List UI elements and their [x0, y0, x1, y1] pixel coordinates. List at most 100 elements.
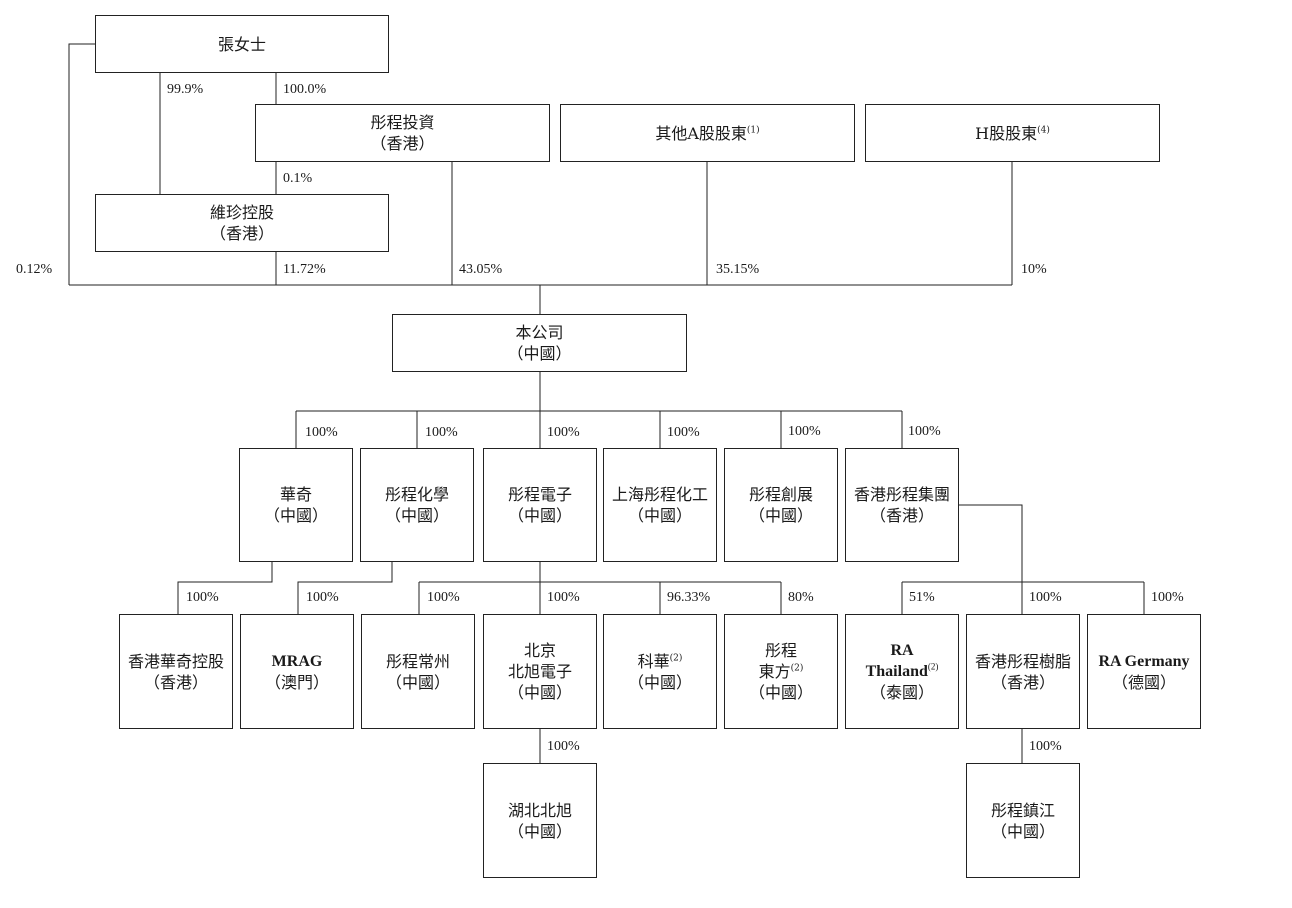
entity-name: 北旭電子	[507, 662, 572, 681]
entity-name: Thailand	[865, 663, 928, 680]
entity-name: 湖北北旭	[507, 800, 572, 820]
entity-region: （香港）	[990, 672, 1055, 692]
entity-region: （香港）	[869, 506, 934, 525]
pct-invest-weizhen: 0.1%	[283, 171, 313, 186]
subsidiary-tongcheng-changzhou: 彤程常州 （中國）	[361, 614, 475, 729]
subsidiary-huaqi: 華奇 （中國）	[239, 448, 353, 562]
entity-region: （中國）	[507, 821, 572, 841]
entity-region: （香港）	[209, 224, 274, 243]
entity-name: 彤程	[764, 641, 797, 660]
entity-name: 其他A股股東	[655, 123, 747, 143]
footnote-marker: (4)	[1037, 125, 1050, 136]
subsidiary-tongcheng-dongfang: 彤程 東方(2) （中國）	[724, 614, 838, 729]
entity-region: （中國）	[748, 506, 813, 525]
subsidiary-hk-tongcheng-resin: 香港彤程樹脂 （香港）	[966, 614, 1080, 729]
subsidiary-ra-thailand: RA Thailand(2) （泰國）	[845, 614, 959, 729]
subsidiary-hk-tongcheng-group: 香港彤程集團 （香港）	[845, 448, 959, 562]
entity-name: 香港彤程集團	[853, 485, 950, 504]
pct-hubei: 100%	[547, 739, 580, 754]
entity-name: 彤程常州	[385, 651, 450, 671]
entity-name: 彤程電子	[507, 485, 572, 504]
entity-region: （中國）	[263, 506, 328, 525]
entity-name: 上海彤程化工	[611, 485, 708, 504]
entity-name: RA	[890, 642, 914, 659]
entity-name: 彤程創展	[748, 485, 813, 504]
pct-zhang-company: 0.12%	[16, 262, 53, 277]
subsidiary-tongcheng-electronics: 彤程電子 （中國）	[483, 448, 597, 562]
entity-name: 彤程投資	[370, 113, 435, 132]
pct-hk-huaqi: 100%	[186, 590, 219, 605]
subsidiary-kehua: 科華(2) （中國）	[603, 614, 717, 729]
pct-huaqi: 100%	[305, 425, 338, 440]
subsidiary-tongcheng-chemical: 彤程化學 （中國）	[360, 448, 474, 562]
pct-h-company: 10%	[1021, 262, 1047, 277]
footnote-marker: (2)	[790, 663, 804, 674]
shareholder-weizhen-holdings: 維珍控股 （香港）	[95, 194, 389, 252]
entity-region: （中國）	[507, 506, 572, 525]
footnote-marker: (1)	[746, 125, 760, 136]
subsidiary-hk-huaqi-holdings: 香港華奇控股 （香港）	[119, 614, 233, 729]
pct-dongfang: 80%	[788, 590, 814, 605]
subsidiary-beijing-beixu: 北京 北旭電子 （中國）	[483, 614, 597, 729]
entity-name: 彤程鎮江	[990, 800, 1055, 820]
entity-name: 華奇	[279, 485, 312, 504]
pct-weizhen-company: 11.72%	[283, 262, 326, 277]
pct-ra-germany: 100%	[1151, 590, 1184, 605]
entity-name: 香港彤程樹脂	[974, 651, 1071, 671]
pct-invest-company: 43.05%	[459, 262, 503, 277]
entity-region: （澳門）	[264, 672, 329, 692]
entity-name: RA Germany	[1098, 652, 1190, 670]
pct-kehua: 96.33%	[667, 590, 711, 605]
entity-name: 本公司	[515, 323, 564, 342]
entity-name: 科華	[637, 651, 670, 671]
subsidiary-ra-germany: RA Germany （德國）	[1087, 614, 1201, 729]
shareholder-ms-zhang: 張女士	[95, 15, 389, 73]
pct-zhang-weizhen: 99.9%	[167, 82, 204, 97]
entity-name: 北京	[523, 641, 556, 660]
pct-zhang-invest: 100.0%	[283, 82, 327, 97]
entity-name: 香港華奇控股	[127, 651, 224, 671]
entity-region: （中國）	[507, 344, 572, 363]
entity-name: 維珍控股	[209, 203, 274, 222]
pct-hk-group: 100%	[908, 424, 941, 439]
subsidiary-mrag: MRAG （澳門）	[240, 614, 354, 729]
entity-name: H股股東	[975, 123, 1038, 143]
entity-region: （中國）	[384, 506, 449, 525]
entity-region: （中國）	[627, 672, 692, 692]
subsidiary-chuangzhan: 彤程創展 （中國）	[724, 448, 838, 562]
entity-name: 東方	[758, 662, 791, 681]
entity-region: （中國）	[627, 506, 692, 525]
pct-changzhou: 100%	[427, 590, 460, 605]
entity-name: 張女士	[217, 34, 266, 54]
footnote-marker: (2)	[927, 661, 939, 672]
pct-sh-chem: 100%	[667, 425, 700, 440]
the-company: 本公司 （中國）	[392, 314, 687, 372]
subsidiary-shanghai-chemical: 上海彤程化工 （中國）	[603, 448, 717, 562]
pct-elec: 100%	[547, 425, 580, 440]
entity-region: （德國）	[1111, 672, 1176, 692]
footnote-marker: (2)	[669, 653, 683, 664]
pct-ra-thai: 51%	[909, 590, 935, 605]
shareholder-h-shares: H股股東(4)	[865, 104, 1160, 162]
entity-name: 彤程化學	[384, 485, 449, 504]
entity-name: MRAG	[271, 652, 323, 670]
subsidiary-tongcheng-zhenjiang: 彤程鎮江 （中國）	[966, 763, 1080, 878]
subsidiary-hubei-beixu: 湖北北旭 （中國）	[483, 763, 597, 878]
pct-beijing: 100%	[547, 590, 580, 605]
entity-region: （香港）	[143, 672, 208, 692]
entity-region: （中國）	[507, 683, 572, 702]
entity-region: （中國）	[748, 683, 813, 702]
entity-region: （泰國）	[869, 683, 934, 702]
pct-chuangzhan: 100%	[788, 424, 821, 439]
pct-hk-resin: 100%	[1029, 590, 1062, 605]
entity-region: （中國）	[385, 672, 450, 692]
pct-mrag: 100%	[306, 590, 339, 605]
shareholder-tongcheng-investment: 彤程投資 （香港）	[255, 104, 550, 162]
shareholder-other-a-shares: 其他A股股東(1)	[560, 104, 855, 162]
entity-region: （中國）	[990, 821, 1055, 841]
pct-chem: 100%	[425, 425, 458, 440]
pct-other-a-company: 35.15%	[716, 262, 760, 277]
entity-region: （香港）	[370, 134, 435, 153]
pct-zhenjiang: 100%	[1029, 739, 1062, 754]
